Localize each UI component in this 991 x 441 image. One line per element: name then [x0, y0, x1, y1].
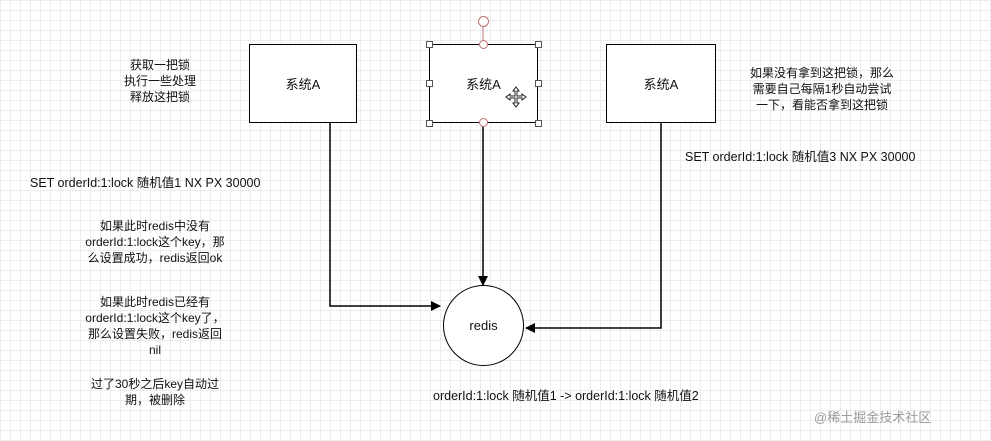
resize-handle-right[interactable] [535, 80, 542, 87]
watermark: @稀土掘金技术社区 [814, 410, 932, 425]
redis-node[interactable]: redis [443, 285, 524, 366]
resize-handle-left[interactable] [426, 80, 433, 87]
arrow-left-to-redis [329, 122, 441, 311]
note-value-change: orderId:1:lock 随机值1 -> orderId:1:lock 随机… [433, 389, 699, 403]
move-cursor-icon [505, 86, 527, 108]
note-set-failure: 如果此时redis已经有 orderId:1:lock这个key了， 那么设置失… [85, 295, 225, 357]
system-a-label: 系统A [285, 77, 321, 92]
resize-handle-bottom-left[interactable] [426, 120, 433, 127]
system-a-box-right[interactable]: 系统A [606, 44, 716, 123]
arrow-right-to-redis [525, 122, 662, 333]
connect-handle-bottom[interactable] [479, 118, 488, 127]
rotate-handle-icon[interactable] [478, 16, 489, 27]
redis-label: redis [469, 318, 498, 333]
set-command-right: SET orderId:1:lock 随机值3 NX PX 30000 [685, 150, 916, 164]
set-command-left: SET orderId:1:lock 随机值1 NX PX 30000 [30, 176, 261, 190]
resize-handle-top-left[interactable] [426, 41, 433, 48]
system-a-box-left[interactable]: 系统A [249, 44, 357, 123]
note-set-success: 如果此时redis中没有 orderId:1:lock这个key，那 么设置成功… [85, 219, 225, 265]
resize-handle-top-right[interactable] [535, 41, 542, 48]
note-expiry: 过了30秒之后key自动过 期，被删除 [90, 377, 220, 407]
connect-handle-top[interactable] [479, 40, 488, 49]
resize-handle-bottom-right[interactable] [535, 120, 542, 127]
system-a-box-middle[interactable]: 系统A [429, 44, 538, 123]
system-a-label: 系统A [643, 77, 679, 92]
note-retry: 如果没有拿到这把锁，那么 需要自己每隔1秒自动尝试 一下，看能否拿到这把锁 [749, 66, 894, 112]
note-lock-steps: 获取一把锁 执行一些处理 释放这把锁 [123, 58, 196, 104]
system-a-label: 系统A [466, 77, 501, 92]
